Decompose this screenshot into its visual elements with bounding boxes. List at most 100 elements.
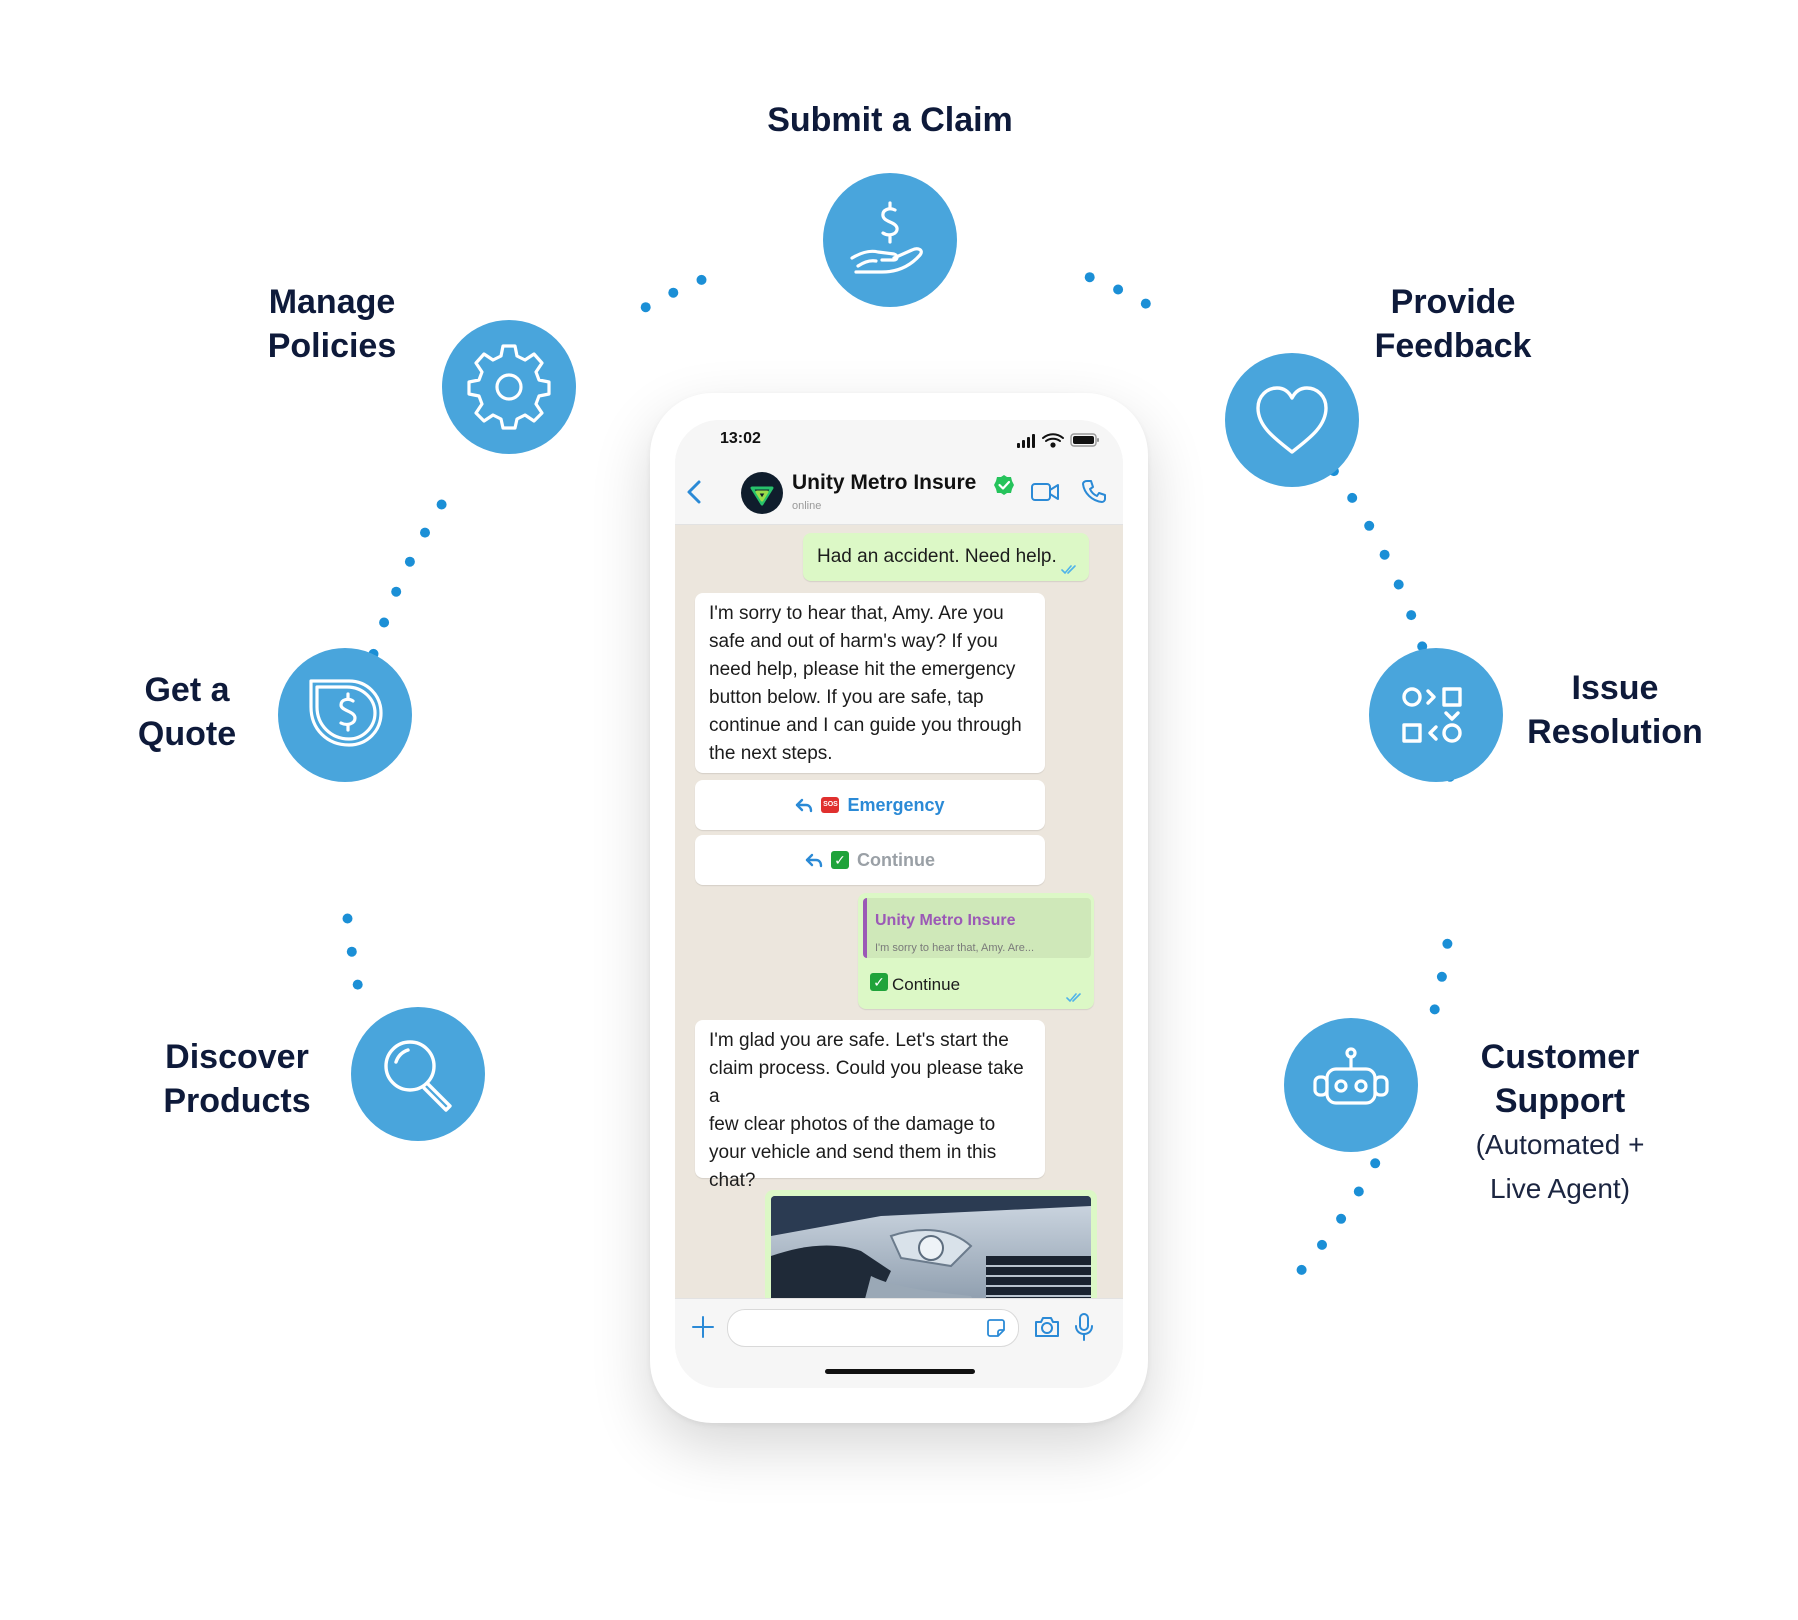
phone-call-icon[interactable]	[1081, 478, 1107, 504]
ring-dot	[1347, 492, 1358, 503]
chat-area: Had an accident. Need help. I'm sorry to…	[675, 525, 1123, 1298]
label-discover-products-line2: Products	[163, 1082, 311, 1120]
message-line: few clear photos of the damage to	[709, 1114, 996, 1135]
sticker-icon[interactable]	[985, 1317, 1007, 1339]
avatar[interactable]	[741, 472, 783, 514]
microphone-icon[interactable]	[1073, 1312, 1095, 1342]
damage-photo-message[interactable]	[765, 1190, 1097, 1298]
label-provide-feedback-line2: Feedback	[1374, 327, 1532, 365]
ring-dot	[391, 586, 402, 597]
video-call-icon[interactable]	[1030, 480, 1060, 504]
gear-icon	[467, 344, 551, 430]
manage-policies-button[interactable]	[442, 320, 576, 454]
label-provide-feedback: Provide Feedback	[1353, 280, 1553, 368]
ring-dot	[346, 946, 357, 957]
customer-support-button[interactable]	[1284, 1018, 1418, 1152]
label-submit-claim-line1: Submit a Claim	[767, 101, 1013, 139]
message-line: continue and I can guide you through	[709, 715, 1022, 736]
ring-dot	[1379, 549, 1390, 560]
label-discover-products: Discover Products	[137, 1035, 337, 1123]
label-manage-policies-line2: Policies	[267, 327, 397, 365]
ring-dot	[404, 556, 415, 567]
plus-icon[interactable]	[689, 1313, 717, 1341]
damage-photo	[771, 1196, 1091, 1298]
ring-dot	[342, 913, 353, 924]
issue-resolution-button[interactable]	[1369, 648, 1503, 782]
shapes-flow-icon	[1402, 687, 1462, 743]
message-input[interactable]	[727, 1309, 1019, 1347]
message-line: claim process. Could you please take a	[709, 1058, 1024, 1107]
message-outgoing-quoted: Unity Metro Insure I'm sorry to hear tha…	[858, 893, 1094, 1009]
ring-dot	[668, 287, 679, 298]
verified-badge-icon	[994, 475, 1014, 495]
ring-dot	[1406, 610, 1417, 621]
ring-dot	[1084, 272, 1095, 283]
message-line: chat?	[709, 1170, 756, 1191]
quoted-message[interactable]: Unity Metro Insure I'm sorry to hear tha…	[863, 898, 1091, 958]
contact-name: Unity Metro Insure	[792, 471, 977, 494]
reply-arrow-icon	[805, 853, 823, 868]
label-get-quote-line1: Get a	[144, 671, 230, 709]
home-indicator	[825, 1369, 975, 1374]
message-line: I'm glad you are safe. Let's start the	[709, 1030, 1009, 1051]
back-icon[interactable]	[681, 474, 707, 510]
label-customer-support: Customer Support (Automated + Live Agent…	[1460, 1035, 1660, 1211]
ring-dot	[1370, 1158, 1381, 1169]
ring-dot	[696, 274, 707, 285]
continue-button[interactable]: ✓ Continue	[695, 835, 1045, 885]
label-manage-policies: Manage Policies	[232, 280, 432, 368]
robot-icon	[1313, 1047, 1389, 1105]
ring-dot	[1429, 1004, 1440, 1015]
ring-dot	[352, 979, 363, 990]
label-manage-policies-line1: Manage	[268, 283, 396, 321]
battery-icon	[1070, 433, 1099, 447]
ring-dot	[1336, 1213, 1347, 1224]
ring-dot	[1393, 579, 1404, 590]
signal-icon	[1017, 434, 1035, 448]
unity-logo-icon	[750, 486, 774, 506]
ring-dot	[420, 527, 430, 538]
wifi-icon	[1042, 433, 1064, 448]
message-text: Had an accident. Need help.	[817, 546, 1057, 567]
get-quote-button[interactable]	[278, 648, 412, 782]
label-get-quote-line2: Quote	[137, 715, 237, 753]
message-line: I'm sorry to hear that, Amy. Are you	[709, 603, 1004, 624]
quoted-reply-text: Continue	[892, 975, 961, 994]
status-time: 13:02	[720, 430, 761, 447]
label-provide-feedback-line1: Provide	[1390, 283, 1516, 321]
read-receipt-icon	[1066, 993, 1081, 1003]
chat-header: Unity Metro Insure online	[675, 460, 1123, 525]
heart-icon	[1256, 386, 1328, 454]
shield-dollar-icon	[309, 679, 383, 747]
message-line: your vehicle and send them in this	[709, 1142, 997, 1163]
ring-dot	[1353, 1186, 1364, 1197]
status-bar: 13:02	[675, 420, 1123, 460]
ring-dot	[1113, 284, 1124, 295]
ring-dot	[1436, 971, 1447, 982]
ring-dot	[1364, 520, 1375, 531]
label-issue-resolution-line2: Resolution	[1527, 713, 1703, 751]
hand-dollar-icon	[850, 201, 923, 274]
label-issue-resolution: Issue Resolution	[1515, 666, 1715, 754]
provide-feedback-button[interactable]	[1225, 353, 1359, 487]
sos-emoji-icon: SOS	[821, 797, 840, 813]
label-customer-support-sub2: Live Agent)	[1489, 1173, 1631, 1204]
submit-claim-button[interactable]	[823, 173, 957, 307]
ring-dot	[640, 302, 651, 313]
label-discover-products-line1: Discover	[165, 1038, 309, 1076]
label-customer-support-sub1: (Automated +	[1475, 1129, 1645, 1160]
ring-dot	[379, 617, 390, 628]
label-issue-resolution-line1: Issue	[1571, 669, 1659, 707]
label-customer-support-line1: Customer	[1480, 1038, 1640, 1076]
discover-products-button[interactable]	[351, 1007, 485, 1141]
quoted-preview: I'm sorry to hear that, Amy. Are...	[875, 942, 1035, 954]
message-incoming: I'm glad you are safe. Let's start the c…	[695, 1020, 1045, 1191]
ring-dot	[1442, 938, 1453, 949]
phone-mockup: 13:02	[650, 393, 1148, 1423]
label-submit-claim: Submit a Claim	[700, 98, 1080, 142]
contact-status: online	[792, 500, 822, 512]
message-input-bar	[675, 1298, 1123, 1388]
emergency-button[interactable]: SOS Emergency	[695, 780, 1045, 830]
message-line: button below. If you are safe, tap	[709, 687, 984, 708]
camera-icon[interactable]	[1033, 1315, 1061, 1339]
